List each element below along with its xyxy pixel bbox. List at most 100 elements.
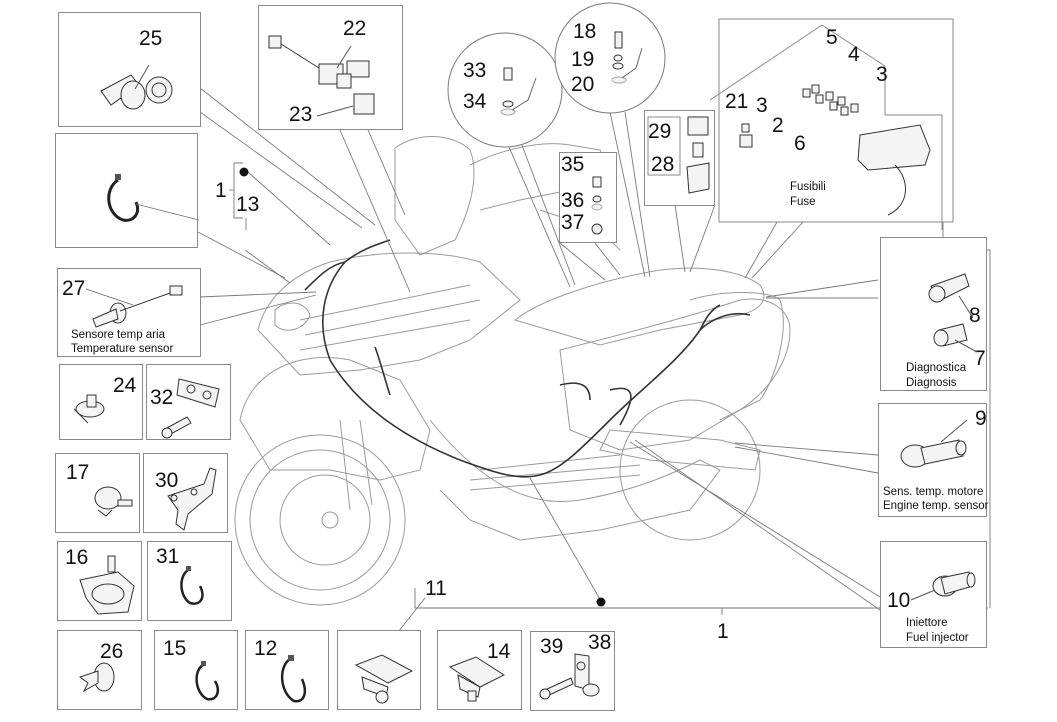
part-ref-8[interactable]: 8 xyxy=(969,304,981,327)
cable-tie-icon xyxy=(180,566,204,605)
harness-main xyxy=(322,261,721,478)
harness-rear-branch xyxy=(559,382,591,401)
leader-181920b xyxy=(624,111,651,278)
part-ref-36[interactable]: 36 xyxy=(561,189,585,212)
front-fork xyxy=(339,419,373,511)
leader-engine xyxy=(734,442,879,456)
part-ref-10[interactable]: 10 xyxy=(887,589,911,612)
part-ref-25[interactable]: 25 xyxy=(139,27,163,50)
part-ref-3b[interactable]: 3 xyxy=(756,94,768,117)
caption-fuse-it: Fusibili xyxy=(790,181,826,193)
part-ref-18[interactable]: 18 xyxy=(573,20,597,43)
part-ref-35[interactable]: 35 xyxy=(561,153,585,176)
part-ref-9[interactable]: 9 xyxy=(975,407,987,430)
leader-22b xyxy=(367,129,406,216)
bracket-dot-top xyxy=(239,167,249,177)
harness-tail-branch xyxy=(699,312,751,331)
leader-engine2 xyxy=(734,446,879,474)
part-ref-27[interactable]: 27 xyxy=(62,277,86,300)
windscreen-outline xyxy=(394,136,475,256)
headlight xyxy=(274,302,311,331)
exhaust-outline xyxy=(599,429,761,471)
part-box-25: 25 xyxy=(58,12,201,127)
part-ref-22[interactable]: 22 xyxy=(343,17,367,40)
part-ref-23[interactable]: 23 xyxy=(289,103,313,126)
part-box-26: 26 xyxy=(57,630,142,710)
plate-bolt-icon xyxy=(161,378,220,439)
part-ref-33[interactable]: 33 xyxy=(463,59,487,82)
rear-body-outline xyxy=(559,298,791,451)
caption-injector-en: Fuel injector xyxy=(906,632,969,644)
caption-diagnosis-en: Diagnosis xyxy=(906,377,957,389)
leader-3334b xyxy=(519,139,576,286)
part-ref-32[interactable]: 32 xyxy=(150,386,174,409)
part-ref-5[interactable]: 5 xyxy=(826,26,838,49)
part-ref-17[interactable]: 17 xyxy=(66,461,90,484)
brake-disc xyxy=(279,474,371,566)
part-ref-37[interactable]: 37 xyxy=(561,211,585,234)
part-ref-3a[interactable]: 3 xyxy=(876,63,888,86)
bracket-ref-1[interactable]: 1 xyxy=(215,179,227,202)
leader-fuseb xyxy=(751,221,804,279)
caption-fuse-en: Fuse xyxy=(790,196,816,208)
leader-25 xyxy=(199,87,376,226)
bolt-washer-icon xyxy=(611,31,643,84)
part-ref-1-harness[interactable]: 1 xyxy=(717,620,729,643)
relay-module-icon xyxy=(268,35,375,117)
leader-bracket-dot xyxy=(247,171,331,246)
part-ref-31[interactable]: 31 xyxy=(156,545,180,568)
part-ref-19[interactable]: 19 xyxy=(571,48,595,71)
part-box-11 xyxy=(337,630,421,710)
part-ref-15[interactable]: 15 xyxy=(163,637,187,660)
part-ref-30[interactable]: 30 xyxy=(155,469,179,492)
part-ref-6[interactable]: 6 xyxy=(794,132,806,155)
floor-stripes xyxy=(469,454,641,491)
part-ref-34[interactable]: 34 xyxy=(463,90,487,113)
part-ref-16[interactable]: 16 xyxy=(65,546,89,569)
part-ref-7[interactable]: 7 xyxy=(974,347,986,370)
cable-tie-icon xyxy=(281,655,306,703)
part-ref-21[interactable]: 21 xyxy=(725,90,749,113)
part-ref-2[interactable]: 2 xyxy=(772,114,784,137)
part-ref-24[interactable]: 24 xyxy=(113,374,137,397)
harness-top-branch xyxy=(344,239,391,263)
leader-22a xyxy=(339,129,411,293)
part-ref-26[interactable]: 26 xyxy=(100,640,124,663)
part-box-30: 30 xyxy=(143,453,228,533)
part-ref-39[interactable]: 39 xyxy=(540,635,564,658)
harness-front-branch xyxy=(304,261,346,291)
power-socket-icon xyxy=(100,64,173,110)
part-ref-38[interactable]: 38 xyxy=(588,631,612,654)
front-wheel-rim xyxy=(249,449,391,591)
part-ref-29[interactable]: 29 xyxy=(648,120,672,143)
part-box-15: 15 xyxy=(154,630,238,710)
bracket-harness-bottom xyxy=(414,588,988,609)
leader-injector2 xyxy=(634,439,881,611)
leader-25b xyxy=(199,111,363,229)
bracket-ref-13[interactable]: 13 xyxy=(236,193,260,216)
part-box-8-7: 8 7 Diagnostica Diagnosis xyxy=(880,237,987,391)
screw-washer-icon xyxy=(500,67,537,116)
detail-circle-18-20 xyxy=(554,2,666,114)
bracket-1-13 xyxy=(233,162,243,219)
bolt-clamp-icon xyxy=(539,653,600,700)
part-ref-14[interactable]: 14 xyxy=(487,640,511,663)
hose-clamp-icon xyxy=(94,486,133,517)
part-ref-28[interactable]: 28 xyxy=(651,153,675,176)
part-ref-11[interactable]: 11 xyxy=(425,577,447,600)
leader-diag xyxy=(765,279,879,298)
part-box-16: 16 xyxy=(57,541,142,621)
caption-air-temp-it: Sensore temp aria xyxy=(71,329,165,341)
front-wheel-outer xyxy=(234,434,406,606)
engine-temp-sensor-icon xyxy=(900,419,968,468)
caption-diagnosis-it: Diagnostica xyxy=(906,362,967,374)
front-apron-outline xyxy=(239,357,431,481)
harness-rear-branch2 xyxy=(609,387,632,426)
part-ref-4[interactable]: 4 xyxy=(848,43,860,66)
part-box-9: 9 Sens. temp. motore Engine temp. sensor xyxy=(878,403,988,517)
screw-nut-icon xyxy=(591,176,603,235)
part-ref-12[interactable]: 12 xyxy=(254,637,278,660)
part-ref-20[interactable]: 20 xyxy=(571,73,595,96)
